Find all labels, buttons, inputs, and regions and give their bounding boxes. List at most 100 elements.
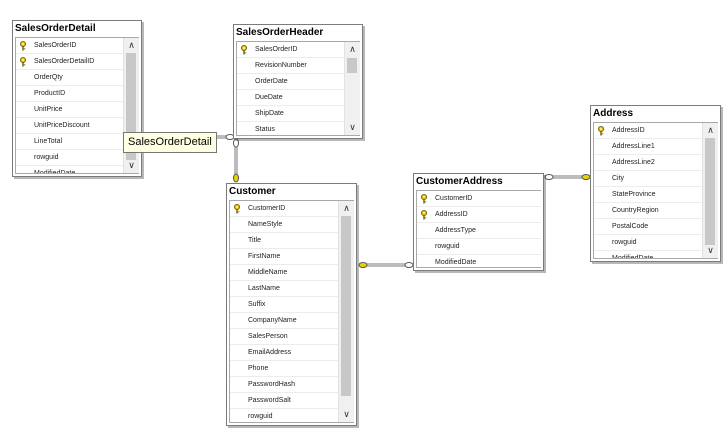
column-row[interactable]: CustomerID	[417, 191, 541, 207]
primary-key-endpoint	[233, 173, 239, 183]
column-name: CustomerID	[435, 195, 473, 202]
column-name: RevisionNumber	[255, 62, 307, 69]
column-row[interactable]: EmailAddress	[230, 345, 354, 361]
scroll-up-icon[interactable]: ∧	[349, 44, 356, 54]
column-name: AddressType	[435, 227, 476, 234]
scroll-down-icon[interactable]: ∨	[343, 409, 350, 419]
vertical-scrollbar[interactable]: ∧∨	[702, 123, 718, 258]
column-row[interactable]: SalesOrderDetailID	[16, 54, 139, 70]
column-row[interactable]: AddressLine2	[594, 155, 718, 171]
column-row[interactable]: LineTotal	[16, 134, 139, 150]
column-row[interactable]: rowguid	[594, 235, 718, 251]
column-row[interactable]: rowguid	[230, 409, 354, 422]
scrollbar-thumb[interactable]	[341, 216, 351, 396]
column-row[interactable]: OrderDate	[237, 74, 360, 90]
column-row[interactable]: LastName	[230, 281, 354, 297]
column-row[interactable]: AddressID	[417, 207, 541, 223]
column-row[interactable]: PasswordHash	[230, 377, 354, 393]
column-name: NameStyle	[248, 221, 283, 228]
vertical-scrollbar[interactable]: ∧∨	[338, 201, 354, 422]
column-row[interactable]: PostalCode	[594, 219, 718, 235]
column-row[interactable]: MiddleName	[230, 265, 354, 281]
scroll-up-icon[interactable]: ∧	[343, 203, 350, 213]
relationship-customeraddress-address[interactable]	[544, 174, 591, 180]
column-row[interactable]: RevisionNumber	[237, 58, 360, 74]
primary-key-icon	[597, 126, 605, 136]
column-name: ProductID	[34, 90, 66, 97]
table-title[interactable]: CustomerAddress	[414, 174, 543, 190]
relationship-header-customer[interactable]	[233, 138, 239, 183]
column-name: ModifiedDate	[612, 255, 654, 259]
column-row[interactable]: SalesOrderID	[16, 38, 139, 54]
column-row[interactable]: City	[594, 171, 718, 187]
column-row[interactable]: UnitPriceDiscount	[16, 118, 139, 134]
table-title[interactable]: SalesOrderHeader	[234, 25, 362, 41]
relationship-customer-customeraddress[interactable]	[358, 262, 414, 268]
column-name: UnitPriceDiscount	[34, 122, 90, 129]
column-row[interactable]: Status	[237, 122, 360, 135]
scrollbar-thumb[interactable]	[705, 138, 715, 245]
column-name: ModifiedDate	[34, 170, 76, 174]
column-row[interactable]: OrderQty	[16, 70, 139, 86]
table-title[interactable]: SalesOrderDetail	[13, 21, 141, 37]
column-row[interactable]: CustomerID	[230, 201, 354, 217]
column-row[interactable]: NameStyle	[230, 217, 354, 233]
column-row[interactable]: UnitPrice	[16, 102, 139, 118]
column-row[interactable]: SalesPerson	[230, 329, 354, 345]
table-title[interactable]: Customer	[227, 184, 356, 200]
scroll-down-icon[interactable]: ∨	[707, 245, 714, 255]
column-row[interactable]: PasswordSalt	[230, 393, 354, 409]
relationship-endpoint	[233, 138, 239, 148]
column-name: Phone	[248, 365, 269, 372]
column-row[interactable]: ModifiedDate	[417, 255, 541, 267]
column-row[interactable]: CountryRegion	[594, 203, 718, 219]
primary-key-endpoint	[358, 262, 368, 268]
column-name: AddressLine2	[612, 159, 655, 166]
column-row[interactable]: rowguid	[16, 150, 139, 166]
column-row[interactable]: ModifiedDate	[16, 166, 139, 174]
scroll-down-icon[interactable]: ∨	[349, 122, 356, 132]
column-row[interactable]: SalesOrderID	[237, 42, 360, 58]
column-name: ShipDate	[255, 110, 284, 117]
column-name: LineTotal	[34, 138, 63, 145]
scroll-up-icon[interactable]: ∧	[707, 125, 714, 135]
primary-key-icon	[19, 41, 27, 51]
table-sales-order-header[interactable]: SalesOrderHeader SalesOrderID RevisionNum…	[233, 24, 363, 139]
scrollbar-thumb[interactable]	[126, 53, 136, 160]
column-row[interactable]: ShipDate	[237, 106, 360, 122]
primary-key-icon	[420, 194, 428, 204]
primary-key-icon	[240, 45, 248, 55]
scroll-up-icon[interactable]: ∧	[128, 40, 135, 50]
column-row[interactable]: ModifiedDate	[594, 251, 718, 259]
column-row[interactable]: ProductID	[16, 86, 139, 102]
column-row[interactable]: Phone	[230, 361, 354, 377]
column-row[interactable]: StateProvince	[594, 187, 718, 203]
column-row[interactable]: CompanyName	[230, 313, 354, 329]
scrollbar-thumb[interactable]	[347, 58, 357, 73]
column-name: StateProvince	[612, 191, 656, 198]
vertical-scrollbar[interactable]: ∧∨	[344, 42, 360, 135]
column-row[interactable]: Title	[230, 233, 354, 249]
column-row[interactable]: AddressLine1	[594, 139, 718, 155]
column-row[interactable]: AddressType	[417, 223, 541, 239]
column-row[interactable]: AddressID	[594, 123, 718, 139]
scroll-down-icon[interactable]: ∨	[128, 160, 135, 170]
column-name: CustomerID	[248, 205, 286, 212]
column-name: rowguid	[612, 239, 637, 246]
column-row[interactable]: Suffix	[230, 297, 354, 313]
table-title[interactable]: Address	[591, 106, 720, 122]
column-row[interactable]: DueDate	[237, 90, 360, 106]
table-customer-address[interactable]: CustomerAddress CustomerID AddressID Addre…	[413, 173, 544, 271]
column-row[interactable]: rowguid	[417, 239, 541, 255]
column-name: UnitPrice	[34, 106, 63, 113]
column-row[interactable]: FirstName	[230, 249, 354, 265]
